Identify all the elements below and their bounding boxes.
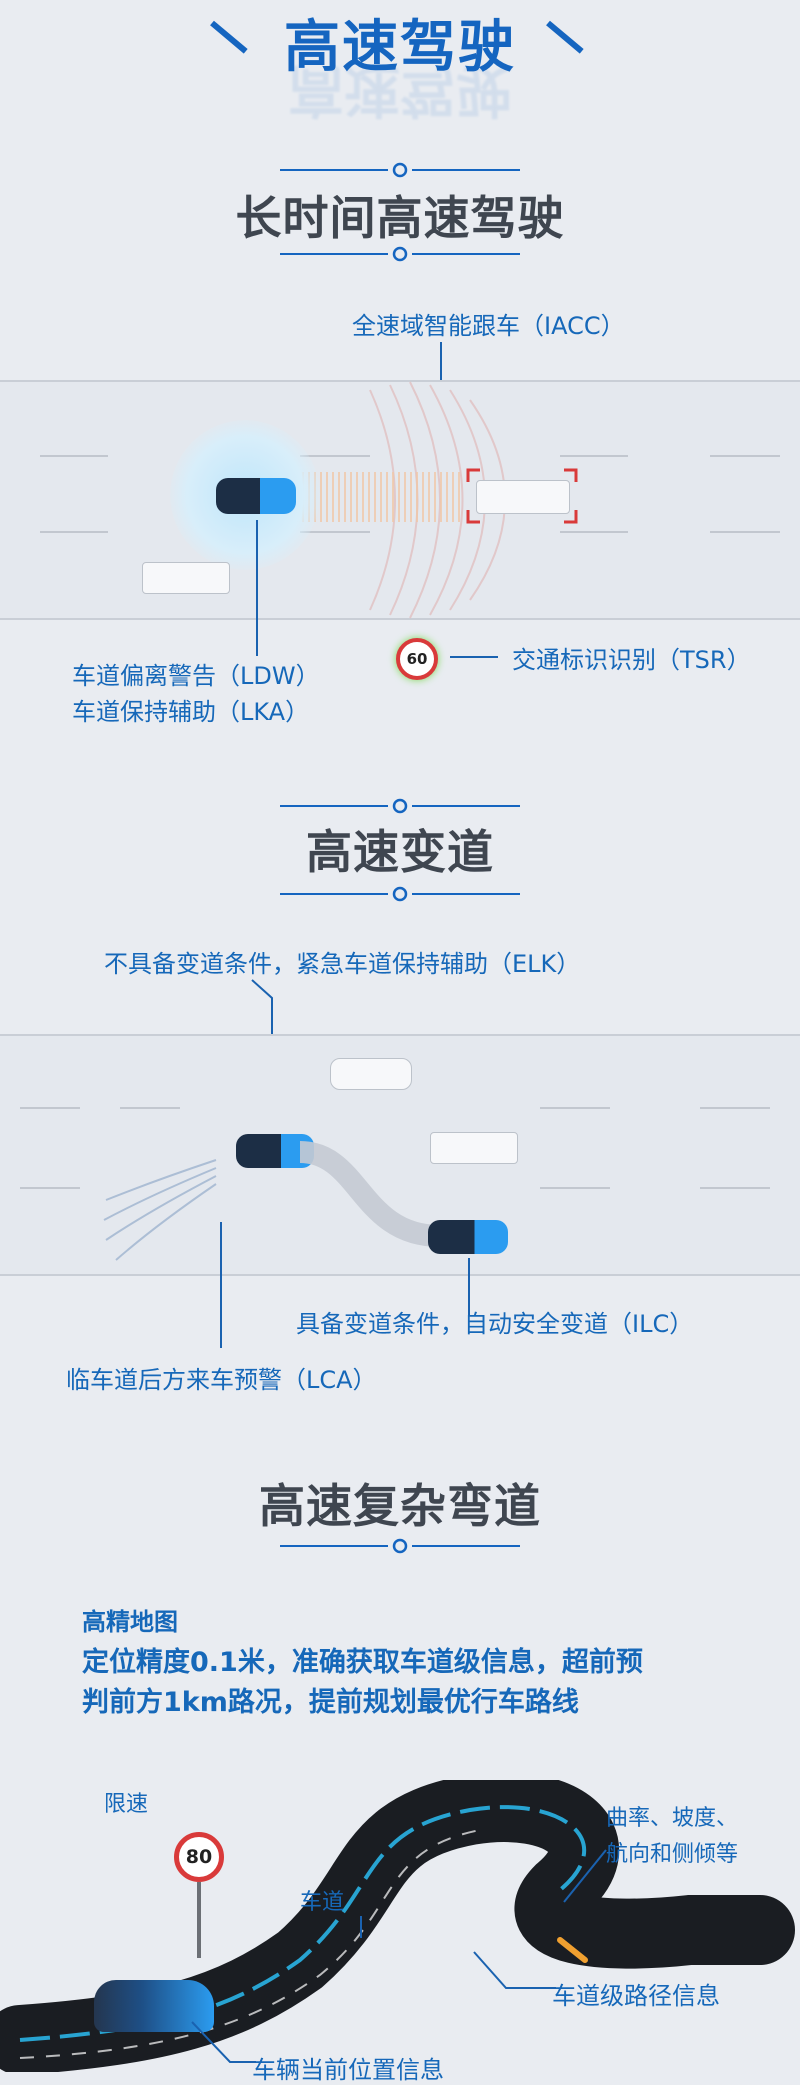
adjacent-vehicle bbox=[142, 562, 230, 594]
ilc-leader-line bbox=[468, 1258, 470, 1316]
section-title-lane-change: 高速变道 bbox=[306, 825, 494, 879]
lane-dashes bbox=[40, 455, 780, 533]
lca-radar bbox=[103, 1159, 217, 1261]
ego-car-target bbox=[428, 1220, 508, 1254]
speed-sign-value: 60 bbox=[406, 650, 428, 668]
road-edge-bottom bbox=[0, 618, 800, 620]
sign-pole bbox=[197, 1882, 201, 1958]
iacc-label: 全速域智能跟车（IACC） bbox=[352, 312, 625, 340]
section-ornament-bottom bbox=[280, 246, 520, 262]
lca-label: 临车道后方来车预警（LCA） bbox=[66, 1366, 377, 1394]
tsr-label: 交通标识识别（TSR） bbox=[512, 646, 751, 674]
tsr-leader-line bbox=[450, 656, 498, 658]
section-ornament-top bbox=[280, 162, 520, 178]
road-edge-bottom bbox=[0, 1274, 800, 1276]
lane-dashes bbox=[20, 1107, 770, 1189]
lane-path-leader-line bbox=[473, 1951, 556, 1989]
curvature-label-line1: 曲率、坡度、 bbox=[606, 1806, 739, 1831]
speed-sign-60: 60 bbox=[396, 638, 438, 680]
ego-car bbox=[216, 478, 296, 514]
elk-label: 不具备变道条件，紧急车道保持辅助（ELK） bbox=[104, 950, 581, 978]
vehicle-ahead-2 bbox=[430, 1132, 518, 1164]
road-edge-top bbox=[0, 1034, 800, 1036]
road-edge-top bbox=[0, 380, 800, 382]
page-title-reflection: 高速驾驶 bbox=[288, 57, 512, 122]
lead-vehicle bbox=[476, 480, 570, 514]
target-brackets bbox=[466, 468, 578, 524]
lka-label: 车道保持辅助（LKA） bbox=[72, 698, 310, 726]
section-title-complex-curve: 高速复杂弯道 bbox=[259, 1479, 541, 1533]
lane-path-label: 车道级路径信息 bbox=[552, 1982, 720, 2010]
ldw-label: 车道偏离警告（LDW） bbox=[72, 662, 320, 690]
hd-map-desc-line2: 判前方1km路况，提前规划最优行车路线 bbox=[82, 1687, 579, 1718]
section-ornament-bottom bbox=[280, 886, 520, 902]
speed-limit-sign: 80 bbox=[174, 1832, 224, 1882]
curvature-leader-line bbox=[563, 1849, 607, 1903]
speed-limit-value: 80 bbox=[185, 1846, 213, 1868]
speed-limit-label: 限速 bbox=[104, 1792, 149, 1817]
lane-change-path bbox=[300, 1141, 441, 1247]
hd-map-title: 高精地图 bbox=[82, 1608, 178, 1636]
page-title: 高速驾驶 bbox=[284, 15, 516, 80]
curvature-label-line2: 航向和侧倾等 bbox=[606, 1842, 739, 1867]
lane-label: 车道 bbox=[300, 1890, 345, 1915]
ldw-leader-line bbox=[256, 520, 258, 656]
vehicle-position-label: 车辆当前位置信息 bbox=[252, 2056, 444, 2084]
lane-leader-line bbox=[360, 1916, 362, 1938]
vehicle-ahead-1 bbox=[330, 1058, 412, 1090]
ilc-label: 具备变道条件，自动安全变道（ILC） bbox=[296, 1310, 694, 1338]
vehicle-position-leader-line bbox=[191, 2021, 256, 2063]
section-title-long-highway: 长时间高速驾驶 bbox=[235, 191, 565, 245]
section-ornament-top bbox=[280, 798, 520, 814]
hd-map-desc-line1: 定位精度0.1米，准确获取车道级信息，超前预 bbox=[82, 1647, 643, 1678]
section-ornament-bottom bbox=[280, 1538, 520, 1554]
lca-leader-line bbox=[220, 1222, 222, 1348]
